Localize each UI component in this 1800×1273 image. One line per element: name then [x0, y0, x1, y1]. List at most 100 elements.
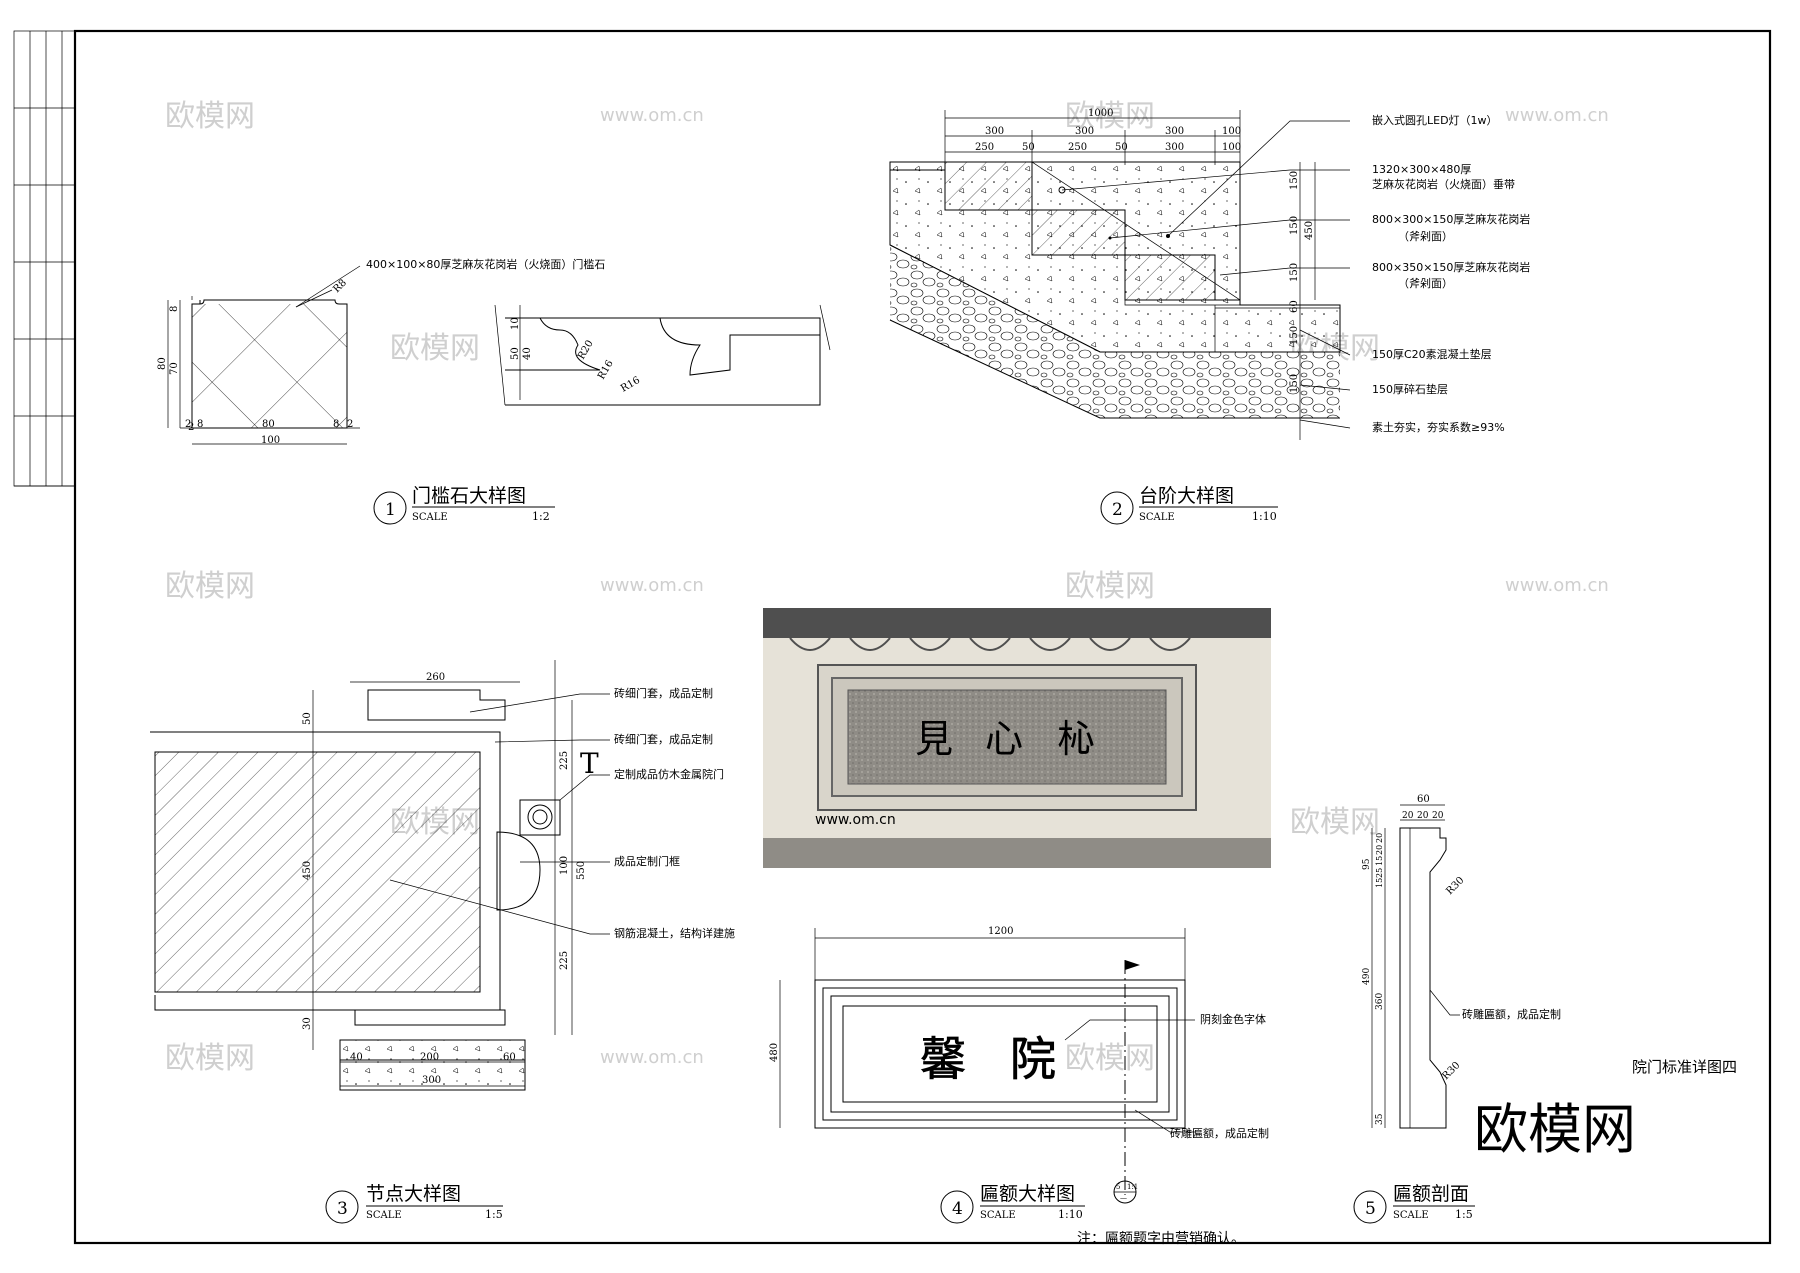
detail-number-circle: [1100, 491, 1134, 525]
watermark-brand: 欧模网: [165, 1041, 255, 1076]
section-ref-right: 1:1: [1127, 1183, 1138, 1191]
section-ref-top: 5: [1116, 1183, 1120, 1191]
dim-w-side: 8: [333, 419, 339, 430]
callout-led: 嵌入式圆孔LED灯（1w）: [1372, 114, 1498, 127]
sheet-border: [73, 29, 1772, 1245]
watermark-url: www.om.cn: [600, 575, 704, 596]
detail-number-circle: [325, 1190, 359, 1224]
detail-4-plaque: 1200 480 馨 院 阴刻金色字体 砖雕匾额，成品定制 5 1:1 — 4 …: [769, 926, 1269, 1224]
plaque-photo: 見 心 杺 www.om.cn: [763, 608, 1271, 868]
dim-h-total: 80: [157, 357, 168, 370]
dim-right-b: 100: [559, 856, 570, 875]
dim-top: 20: [1417, 811, 1429, 821]
watermark-brand: 欧模网: [1290, 805, 1380, 840]
watermark-url: www.om.cn: [1505, 105, 1609, 126]
callout-step-2: 800×350×150厚芝麻灰花岗岩: [1372, 260, 1530, 274]
plaque-character: 馨: [920, 1032, 966, 1086]
dim-right: 150: [1289, 263, 1300, 282]
photo-watermark: www.om.cn: [815, 812, 896, 828]
dim-left: 20: [1375, 833, 1384, 843]
callout-door-cover: 砖细门套，成品定制: [614, 732, 713, 746]
dim-w-mid: 80: [262, 419, 275, 430]
dim-h40: 40: [522, 347, 533, 360]
dim-top-row2: 300: [1165, 142, 1184, 153]
dim-left: 490: [1362, 968, 1372, 985]
dim-top-row2: 250: [1068, 142, 1087, 153]
detail-3-node: 260 50 450 30 225 100 550 225 40 200 60 …: [150, 660, 735, 1224]
title-strip: [13, 30, 76, 487]
dim-top-row1: 100: [1222, 126, 1241, 137]
dim-r20: R20: [576, 338, 596, 361]
dim-left: 25: [1375, 868, 1384, 878]
detail-3-title: 节点大样图: [366, 1183, 461, 1205]
detail-2-scale-label: SCALE: [1139, 512, 1175, 523]
dim-h-mid: 70: [169, 362, 180, 375]
dim-right-d: 225: [559, 951, 570, 970]
watermark-brand: 欧模网: [1065, 569, 1155, 604]
dim-h10: 10: [510, 317, 521, 330]
drawing-note: 注：匾额题字由营销确认。: [1077, 1231, 1245, 1247]
dim-left: 15: [1375, 878, 1384, 888]
dim-left-top: 50: [302, 712, 313, 725]
callout-threshold: 400×100×80厚芝麻灰花岗岩（火烧面）门槛石: [366, 257, 605, 271]
detail-5-number: 5: [1365, 1199, 1376, 1219]
detail-1-threshold: 100 80 8 8 2 2 80 70 8 2 R8 400×100×80厚芝…: [157, 257, 831, 525]
callout-soil: 素土夯实，夯实系数≥93%: [1372, 420, 1505, 434]
detail-2-title: 台阶大样图: [1139, 485, 1234, 507]
watermark-brand: 欧模网: [1065, 1041, 1155, 1076]
dim-top: 260: [426, 672, 445, 683]
detail-2-scale: 1:10: [1252, 510, 1277, 523]
photo-character: 心: [985, 717, 1023, 761]
dim-r16b: R16: [619, 375, 642, 395]
dim-top-row1: 300: [1165, 126, 1184, 137]
watermark-brand: 欧模网: [1065, 99, 1155, 134]
dim-top: 20: [1402, 811, 1414, 821]
photo-character: 杺: [1057, 717, 1095, 761]
callout-step-1-finish: （斧剁面）: [1398, 229, 1453, 243]
detail-3-scale-label: SCALE: [366, 1210, 402, 1221]
detail-1-scale-label: SCALE: [412, 512, 448, 523]
dim-width: 1200: [988, 926, 1013, 937]
dim-left: 20: [1375, 845, 1384, 855]
dim-r-bot: R30: [1440, 1060, 1462, 1082]
dim-w-side: 8: [197, 419, 203, 430]
callout-door-frame: 成品定制门框: [614, 854, 680, 868]
dim-right: 150: [1289, 374, 1300, 393]
detail-number-circle: [373, 491, 407, 525]
plaque-character: 院: [1010, 1032, 1056, 1086]
dim-right: 150: [1289, 171, 1300, 190]
dim-w-total: 100: [261, 435, 280, 446]
watermark-url: www.om.cn: [1505, 575, 1609, 596]
dim-right: 150: [1289, 216, 1300, 235]
callout-concrete: 150厚C20素混凝土垫层: [1372, 347, 1492, 361]
detail-1-title: 门槛石大样图: [412, 485, 526, 507]
dim-left: 360: [1375, 993, 1385, 1010]
detail-number-circle: [1353, 1190, 1387, 1224]
watermark-brand: 欧模网: [165, 569, 255, 604]
detail-4-scale: 1:10: [1058, 1208, 1083, 1221]
dim-top: 20: [1432, 811, 1444, 821]
dim-top-row2: 50: [1115, 142, 1128, 153]
dim-r-corner: R8: [331, 278, 349, 296]
callout-brick-plaque: 砖雕匾额，成品定制: [1462, 1007, 1561, 1021]
dim-left: 35: [1375, 1113, 1385, 1125]
callout-metal-gate: 定制成品仿木金属院门: [614, 767, 724, 781]
detail-5-scale-label: SCALE: [1393, 1210, 1429, 1221]
section-ref-bottom: —: [1120, 1194, 1127, 1202]
dim-r16a: R16: [596, 358, 616, 381]
watermark-url: www.om.cn: [600, 1047, 704, 1068]
dim-r-top: R30: [1444, 875, 1466, 897]
detail-3-scale: 1:5: [485, 1208, 503, 1221]
dim-bot-total: 300: [422, 1075, 441, 1086]
watermark-big-brand: 欧模网: [1474, 1098, 1636, 1161]
callout-curb-size: 1320×300×480厚: [1372, 163, 1471, 176]
dim-right: 60: [1289, 300, 1300, 313]
detail-5-scale: 1:5: [1455, 1208, 1473, 1221]
photo-character: 見: [915, 717, 953, 761]
dim-top-total: 1000: [1088, 108, 1113, 119]
dim-left-mid: 450: [302, 861, 313, 880]
dim-w-edge: 2: [185, 419, 191, 430]
dim-h-top: 8: [169, 306, 180, 312]
callout-door-cover: 砖细门套，成品定制: [614, 686, 713, 700]
callout-curb-material: 芝麻灰花岗岩（火烧面）垂带: [1372, 177, 1515, 191]
